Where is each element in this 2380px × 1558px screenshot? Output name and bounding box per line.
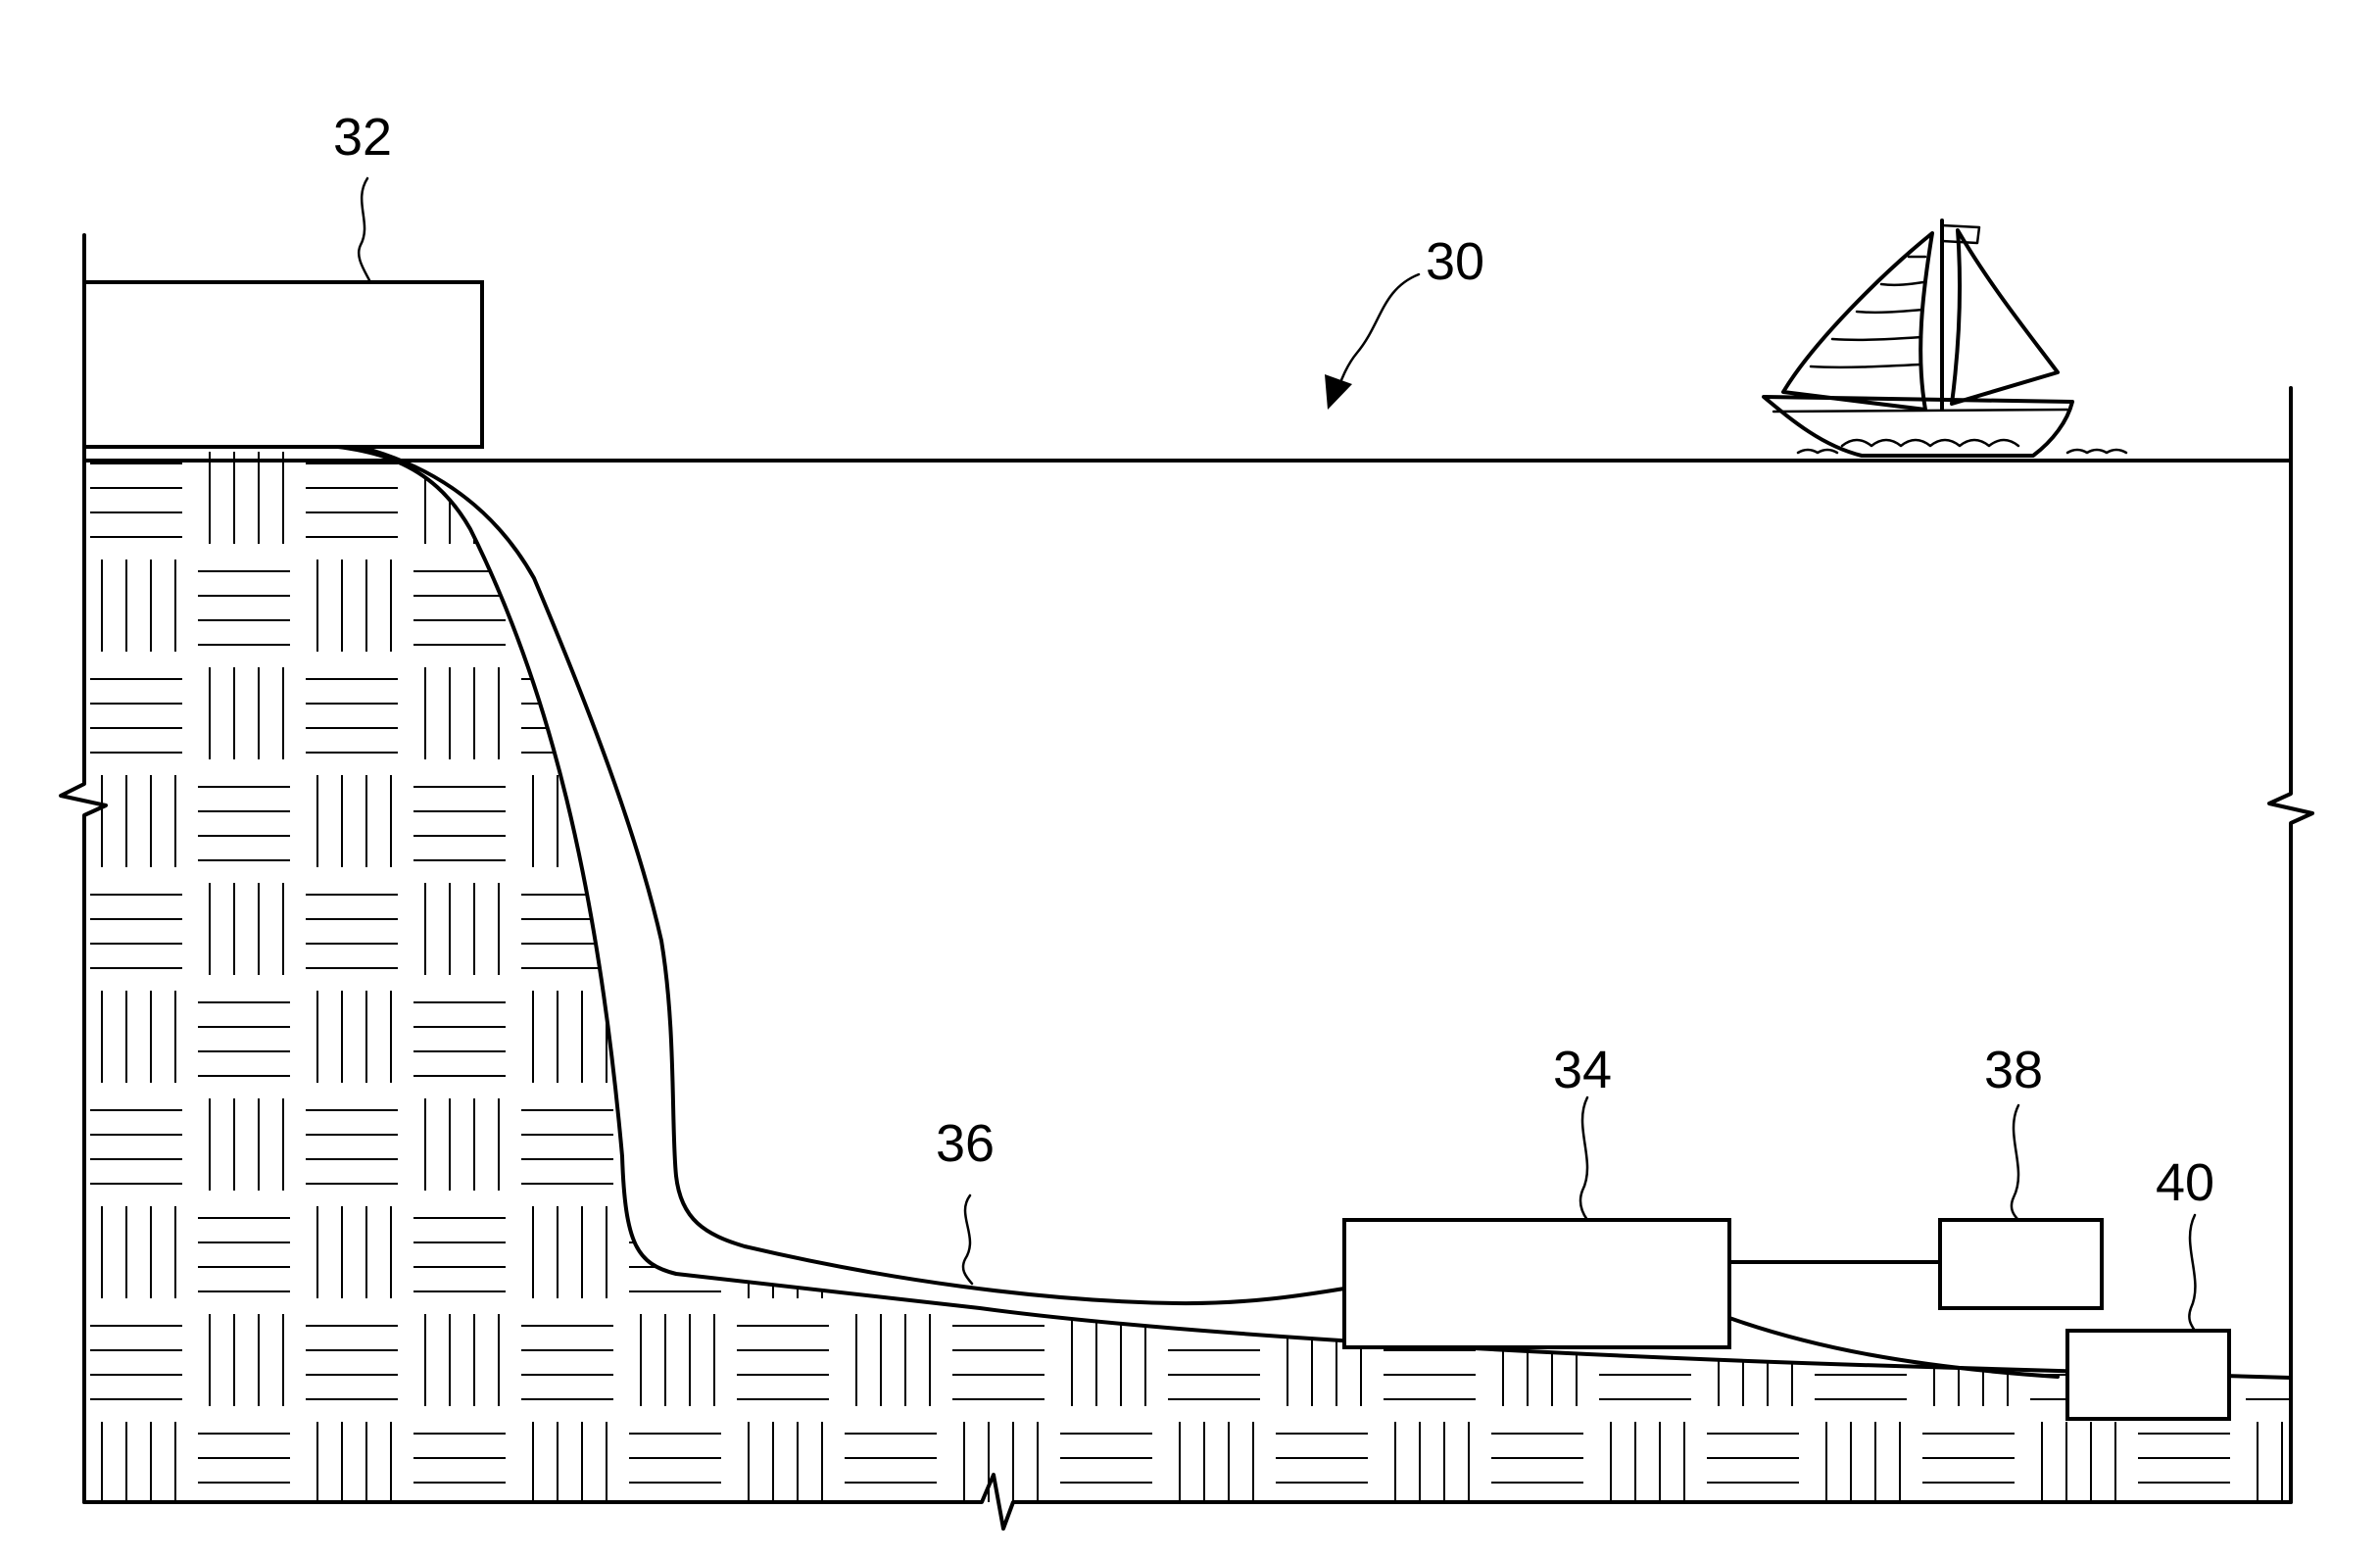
- label-30: 30: [1426, 232, 1484, 291]
- leader-32: [359, 178, 370, 282]
- label-32: 32: [333, 108, 392, 167]
- seabed-region: [84, 444, 2291, 1502]
- arrow-30-head: [1325, 374, 1352, 410]
- right-boundary: [2269, 388, 2312, 1502]
- leader-40: [2189, 1215, 2195, 1331]
- module-38-box: [1940, 1220, 2102, 1308]
- label-34: 34: [1553, 1041, 1612, 1099]
- leader-34: [1580, 1097, 1587, 1220]
- subsea-unit-box: [1344, 1220, 1729, 1347]
- leader-36: [963, 1195, 972, 1284]
- module-40-box: [2067, 1331, 2229, 1419]
- shore-unit-box: [84, 282, 482, 447]
- sailboat-icon: [1764, 220, 2136, 461]
- arrow-30-shaft: [1335, 274, 1419, 397]
- label-36: 36: [936, 1114, 995, 1173]
- label-40: 40: [2156, 1153, 2214, 1212]
- leader-38: [2012, 1105, 2018, 1220]
- label-38: 38: [1984, 1041, 2043, 1099]
